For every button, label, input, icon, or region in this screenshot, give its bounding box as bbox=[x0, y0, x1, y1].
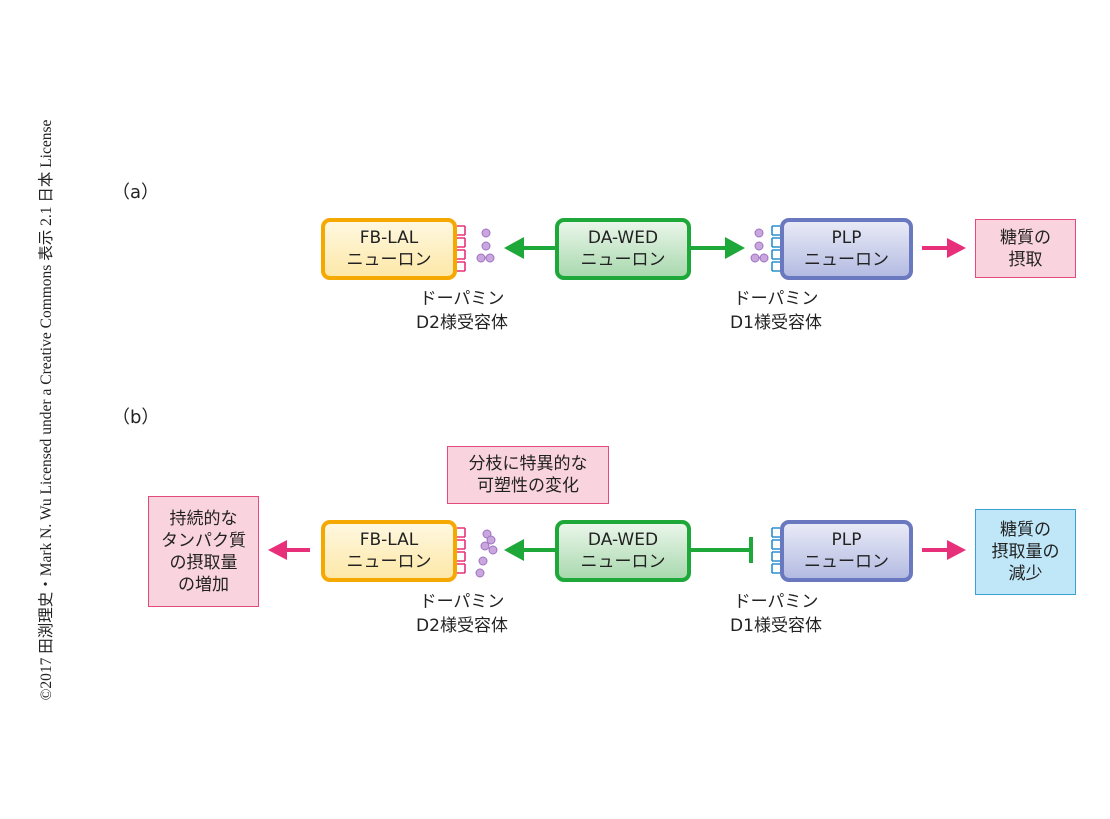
panel-b-label: （b） bbox=[112, 407, 160, 428]
neuron-sub: ニューロン bbox=[804, 250, 889, 270]
d2-receptor bbox=[457, 249, 466, 260]
dopamine-dots-b-fb bbox=[475, 529, 498, 578]
outcome-line: 減少 bbox=[1008, 564, 1043, 584]
d1-receptor bbox=[771, 225, 780, 236]
label-line: ドーパミン bbox=[733, 289, 819, 309]
outcome-line: の摂取量 bbox=[169, 552, 238, 573]
d1-receptor bbox=[771, 551, 780, 562]
d2-receptor-label-b: ドーパミン D2様受容体 bbox=[382, 590, 542, 638]
label-line: D2様受容体 bbox=[416, 313, 508, 333]
label-line: ドーパミン bbox=[419, 289, 505, 309]
dopamine-dots-a-plp bbox=[750, 228, 769, 263]
arrow-plp-to-outcome-a bbox=[922, 238, 966, 258]
d2-receptor bbox=[457, 563, 466, 574]
label-line: ドーパミン bbox=[733, 592, 819, 612]
d2-receptor bbox=[457, 225, 466, 236]
neuron-sub: ニューロン bbox=[580, 552, 666, 572]
d1-receptor bbox=[771, 527, 780, 538]
neuron-sub: ニューロン bbox=[346, 552, 432, 572]
outcome-line: 糖質の bbox=[1000, 227, 1051, 248]
neuron-sub: ニューロン bbox=[580, 250, 666, 270]
label-line: ドーパミン bbox=[419, 592, 505, 612]
arrow-fb-to-left-outcome-b bbox=[268, 540, 310, 560]
arrow-plp-to-outcome-b bbox=[922, 540, 966, 560]
outcome-protein-intake-increase: 持続的なタンパク質の摂取量の増加 bbox=[148, 496, 259, 607]
arrow-da-to-plp-a bbox=[690, 237, 745, 259]
inhibition-da-to-plp-b bbox=[690, 537, 753, 563]
neuron-sub: ニューロン bbox=[804, 552, 889, 572]
arrow-da-to-fb-b bbox=[504, 539, 556, 561]
neuron-name: FB-LAL bbox=[359, 530, 419, 550]
panel-a-label: （a） bbox=[112, 182, 160, 203]
outcome-sugar-intake-decrease: 糖質の摂取量の減少 bbox=[975, 509, 1076, 595]
d1-receptor bbox=[771, 261, 780, 272]
d1-receptor bbox=[771, 249, 780, 260]
outcome-line: 糖質の bbox=[1000, 520, 1051, 540]
outcome-line: 持続的な bbox=[169, 508, 238, 529]
outcome-line: の増加 bbox=[178, 574, 229, 595]
d2-receptor bbox=[457, 237, 466, 248]
outcome-line: 摂取量の bbox=[991, 542, 1060, 562]
neuron-sub: ニューロン bbox=[346, 250, 432, 270]
d2-receptor-label-a: ドーパミン D2様受容体 bbox=[382, 287, 542, 335]
d1-receptor bbox=[771, 563, 780, 574]
outcome-sugar-intake: 糖質の摂取 bbox=[975, 219, 1076, 278]
outcome-line: 摂取 bbox=[1008, 249, 1043, 270]
d1-receptor bbox=[771, 237, 780, 248]
label-line: D1様受容体 bbox=[730, 313, 822, 333]
label-line: D1様受容体 bbox=[730, 616, 822, 636]
arrow-da-to-fb-a bbox=[504, 237, 556, 259]
neuron-name: PLP bbox=[831, 228, 862, 248]
dopamine-dots-a-fb bbox=[476, 228, 495, 263]
label-line: D2様受容体 bbox=[416, 616, 508, 636]
neuron-name: DA-WED bbox=[587, 530, 659, 550]
neuron-name: FB-LAL bbox=[359, 228, 419, 248]
neuron-name: DA-WED bbox=[587, 228, 659, 248]
d1-receptor bbox=[771, 539, 780, 550]
box-line: 分枝に特異的な bbox=[468, 454, 588, 474]
receptors bbox=[457, 225, 780, 574]
d2-receptor bbox=[457, 261, 466, 272]
d1-receptor-label-b: ドーパミン D1様受容体 bbox=[696, 590, 856, 638]
d2-receptor bbox=[457, 527, 466, 538]
d2-receptor bbox=[457, 539, 466, 550]
neuron-name: PLP bbox=[831, 530, 862, 550]
d1-receptor-label-a: ドーパミン D1様受容体 bbox=[696, 287, 856, 335]
branch-specific-plasticity-box: 分枝に特異的な可塑性の変化 bbox=[447, 446, 609, 504]
box-line: 可塑性の変化 bbox=[477, 476, 579, 496]
d2-receptor bbox=[457, 551, 466, 562]
outcome-line: タンパク質 bbox=[161, 530, 246, 551]
